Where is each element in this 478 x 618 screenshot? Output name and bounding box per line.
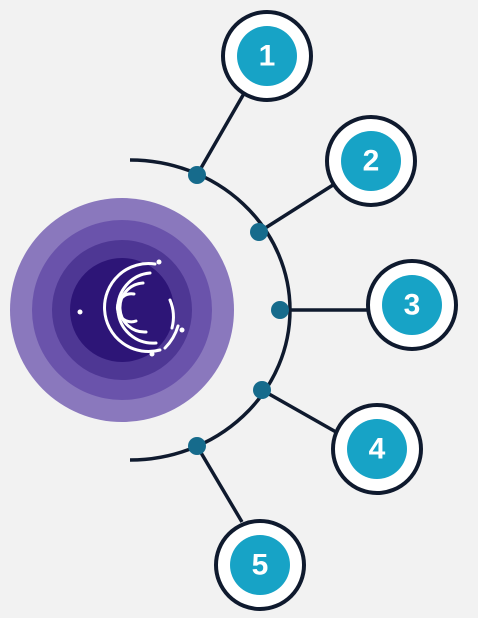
connector-lines <box>195 89 368 523</box>
connector-line-4 <box>261 388 337 434</box>
junction-dot-5 <box>188 437 206 455</box>
step-number-1: 1 <box>259 40 276 73</box>
step-badge-5: 5 <box>214 519 306 611</box>
junction-dot-4 <box>253 381 271 399</box>
step-badge-3: 3 <box>366 259 458 351</box>
hub-core <box>70 258 174 362</box>
junction-dot-1 <box>188 166 206 184</box>
junction-dot-3 <box>271 301 289 319</box>
hub <box>10 198 234 422</box>
step-badge-4: 4 <box>331 403 423 495</box>
connector-line-2 <box>258 183 334 234</box>
step-number-2: 2 <box>363 145 380 178</box>
circular-c-logo-icon <box>77 259 185 357</box>
junction-dot-2 <box>250 223 268 241</box>
step-number-5: 5 <box>252 549 269 582</box>
step-number-4: 4 <box>369 433 386 466</box>
step-badge-1: 1 <box>221 10 313 102</box>
connector-line-1 <box>195 89 248 176</box>
connector-line-5 <box>195 445 244 523</box>
step-number-3: 3 <box>404 289 421 322</box>
step-badge-2: 2 <box>325 115 417 207</box>
junction-dots <box>188 166 289 455</box>
